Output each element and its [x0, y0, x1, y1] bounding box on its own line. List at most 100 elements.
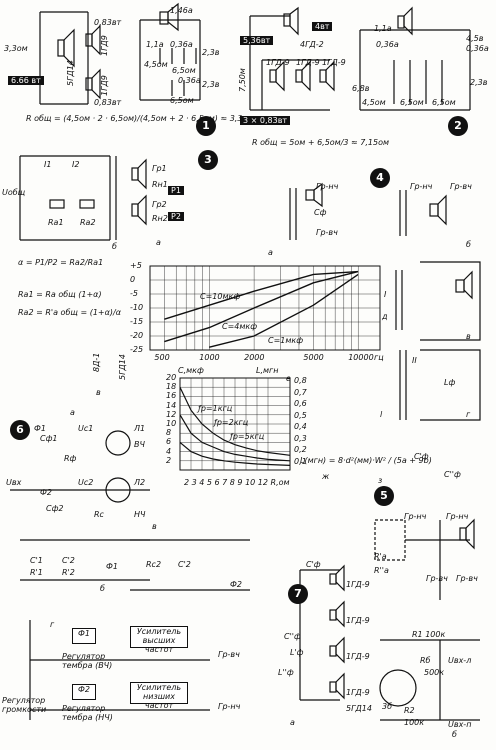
p4-grvch: Гр-вч — [316, 228, 338, 237]
panel-3 — [19, 155, 147, 241]
chart2-series-2 — [179, 441, 291, 466]
p2-1gd9a: 1ГД-9 — [266, 58, 290, 67]
chart-label-d: д — [382, 312, 388, 321]
chart-ytick-0: +5 — [130, 261, 142, 270]
p2b-w: 0,36а — [376, 40, 399, 49]
p7-r2: R2 — [404, 706, 415, 715]
p6-c1: С'1 — [30, 556, 43, 565]
panel-1-left — [39, 11, 101, 105]
p1-total-power: 6.66 вт — [8, 76, 44, 85]
p4-label-z: з — [378, 476, 383, 485]
p1-pow-bot: 0,83вт — [94, 98, 122, 107]
chart2-ylabel-left: С,мкф — [178, 366, 204, 375]
p4-grnch-b: Гр-нч — [410, 182, 433, 191]
p3-label-a: а — [156, 238, 161, 247]
p3-label-b: б — [112, 242, 117, 251]
p7-1gd9b: 1ГД-9 — [346, 616, 370, 625]
p5-grhch2: Гр-нч — [446, 512, 469, 521]
p7-5gd14: 5ГД14 — [346, 704, 372, 713]
badge-2: 2 — [448, 116, 468, 136]
chart-xtick-1: 1000 — [199, 353, 220, 362]
p2-power-536: 5,36вт — [240, 36, 274, 45]
p3-label-v: в — [96, 388, 101, 397]
chart-ytick-4: -15 — [130, 317, 144, 326]
p6-gr-nch: Гр-нч — [218, 702, 241, 711]
p3-ra2: Ra2 — [80, 218, 96, 227]
p1-1gd9b: 1ГД9 — [100, 75, 109, 96]
p1b-w1: 0,36а — [170, 40, 193, 49]
chart2-series-label-2: ƒр=5кгц — [230, 432, 265, 441]
p3-8d1: 8Д-1 — [92, 352, 101, 372]
p6-rc2: Rc2 — [146, 560, 162, 569]
p2-power-4: 4вт — [312, 22, 333, 31]
p2b-v2: 2,3в — [470, 78, 488, 87]
chart2-ytick-left-9: 2 — [166, 455, 172, 465]
p3-alpha: α = P1/P2 = Ra2/Ra1 — [18, 258, 104, 267]
chart-lines — [164, 270, 359, 348]
p1b-w2: 0,36а — [178, 76, 201, 85]
p6-phi2: Ф2 — [40, 488, 52, 497]
p6-r2: R'2 — [62, 568, 75, 577]
p6-nch: НЧ — [134, 510, 146, 519]
p6-amp-lo: Усилитель низших частот — [130, 682, 188, 710]
p7-3b: 3б — [382, 702, 393, 711]
p7-uvxl: Uвх-л — [448, 656, 472, 665]
chart-grid — [150, 265, 380, 351]
p3-u: Uобщ — [2, 188, 26, 197]
p4-c1: С'ф — [414, 452, 429, 461]
badge-6: 6 — [10, 420, 30, 440]
badge-7: 7 — [288, 584, 308, 604]
chart-ytick-1: 0 — [130, 275, 136, 284]
p2-4gd2: 4ГД-2 — [300, 40, 324, 49]
p4-ii: II — [412, 356, 417, 365]
p3-ra2-formula: Ra2 = R'a общ = (1+α)/α — [18, 308, 121, 317]
p2-formula: R общ = 5ом + 6,5ом/3 ≈ 7,15ом — [252, 138, 390, 147]
chart-ytick-5: -20 — [130, 331, 144, 340]
p2b-w2: 0,36а — [466, 44, 489, 53]
chart-xtick-2: 2000 — [244, 353, 265, 362]
p2-1gd9c: 1ГД-9 — [322, 58, 346, 67]
chart2-ytick-right-3: 0,5 — [294, 410, 307, 420]
p6-c2: С'2 — [62, 556, 75, 565]
p3-gr1: Гр1 — [152, 164, 167, 173]
p5-grvch: Гр-вч — [426, 574, 448, 583]
chart-series-label-1: С=4мкф — [222, 322, 258, 331]
p5-grhch: Гр-нч — [404, 512, 427, 521]
p2-3x083: 3 × 0,83вт — [240, 116, 291, 125]
p3-p1: P1 — [168, 186, 184, 195]
p4-c2: С''ф — [444, 470, 461, 479]
chart2-ytick-left-5: 10 — [166, 419, 177, 428]
p3-i2: I2 — [72, 160, 80, 169]
p7-label-b: б — [452, 730, 457, 739]
chart-series-1 — [164, 270, 359, 343]
p1-r1: 3,3ом — [4, 44, 28, 53]
p7-l1: L'ф — [290, 648, 304, 657]
p4-lf: Lф — [444, 378, 456, 387]
chart-series-0 — [164, 270, 359, 320]
p7-label-a: а — [290, 718, 295, 727]
p6-l1: Л1 — [134, 424, 146, 433]
p1b-current: 1,46а — [170, 6, 193, 15]
p6-uvx: Uвх — [6, 478, 22, 487]
p1b-r2: 6,5ом — [172, 66, 196, 75]
p7-c1: С'ф — [306, 560, 321, 569]
p5-grvch2: Гр-вч — [456, 574, 478, 583]
panel-7 — [299, 564, 480, 721]
p4-lformula: L(мгн) = 8·d²(мм)·W² / (5a + 9b) — [300, 456, 432, 465]
p7-100k: 100к — [404, 718, 425, 727]
p6-l2: Л2 — [134, 478, 146, 487]
p4-cf: Сф — [314, 208, 327, 217]
p4-label-zh: ж — [322, 472, 330, 481]
chart-xtick-3: 5000 — [303, 353, 324, 362]
p6-phi1-block: Ф1 — [72, 628, 96, 644]
p4-grvch-b: Гр-вч — [450, 182, 472, 191]
chart2-ytick-right-4: 0,4 — [294, 422, 307, 431]
badge-5: 5 — [374, 486, 394, 506]
p2-1gd9b: 1ГД-9 — [296, 58, 320, 67]
badge-4: 4 — [370, 168, 390, 188]
p7-1gd9a: 1ГД-9 — [346, 580, 370, 589]
p5-ra1: R'a — [374, 552, 387, 561]
panel-2-right — [359, 6, 471, 111]
p1b-r1: 4,5ом — [144, 60, 168, 69]
p1-formula: R общ = (4,5ом · 2 · 6,5ом)/(4,5ом + 2 ·… — [26, 114, 254, 123]
